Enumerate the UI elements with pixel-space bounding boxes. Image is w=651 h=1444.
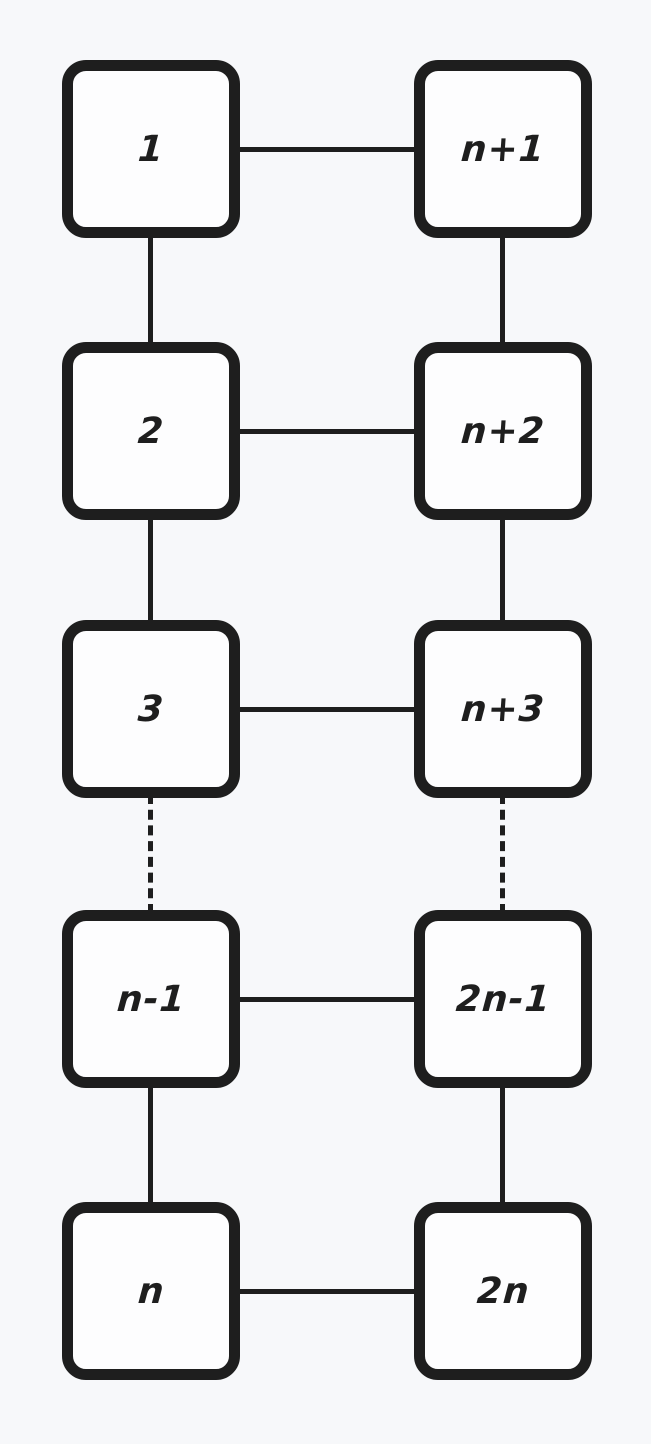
edge-n-plus-3-2n-1-dashed [500,794,505,914]
node-n-plus-2-label: n+2 [459,410,547,452]
edge-2-3 [148,516,153,624]
node-2-label: 2 [136,410,166,452]
node-n-plus-2: n+2 [414,342,592,520]
node-3: 3 [62,620,240,798]
node-n: n [62,1202,240,1380]
node-n-1: n-1 [62,910,240,1088]
node-n-plus-1-label: n+1 [459,128,547,170]
node-2n-label: 2n [475,1270,531,1312]
node-n-plus-3: n+3 [414,620,592,798]
node-3-label: 3 [136,688,166,730]
node-n-plus-3-label: n+3 [459,688,547,730]
edge-2n-1-2n [500,1084,505,1206]
node-2n-1-label: 2n-1 [454,978,552,1020]
edge-n-1-n [148,1084,153,1206]
node-2: 2 [62,342,240,520]
node-2n: 2n [414,1202,592,1380]
edge-n-plus-2-n-plus-3 [500,516,505,624]
edge-1-2 [148,234,153,346]
edge-3-n-plus-3 [236,707,418,712]
node-1-label: 1 [136,128,166,170]
node-n-label: n [136,1270,166,1312]
edge-n-2n [236,1289,418,1294]
edge-2-n-plus-2 [236,429,418,434]
node-n-1-label: n-1 [115,978,187,1020]
edge-n-plus-1-n-plus-2 [500,234,505,346]
edge-3-n-1-dashed [148,794,153,914]
node-n-plus-1: n+1 [414,60,592,238]
node-2n-1: 2n-1 [414,910,592,1088]
edge-n-1-2n-1 [236,997,418,1002]
node-1: 1 [62,60,240,238]
edge-1-n-plus-1 [236,147,418,152]
